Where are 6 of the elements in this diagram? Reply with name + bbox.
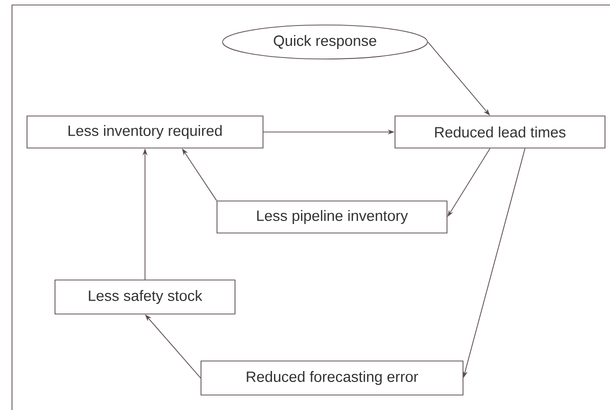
oval-node: Quick response <box>222 24 428 60</box>
process-box: Less inventory required <box>26 116 264 148</box>
process-box: Reduced lead times <box>394 116 606 148</box>
process-box: Less pipeline inventory <box>216 200 448 234</box>
process-box: Reduced forecasting error <box>200 360 464 396</box>
process-box: Less safety stock <box>54 280 236 314</box>
